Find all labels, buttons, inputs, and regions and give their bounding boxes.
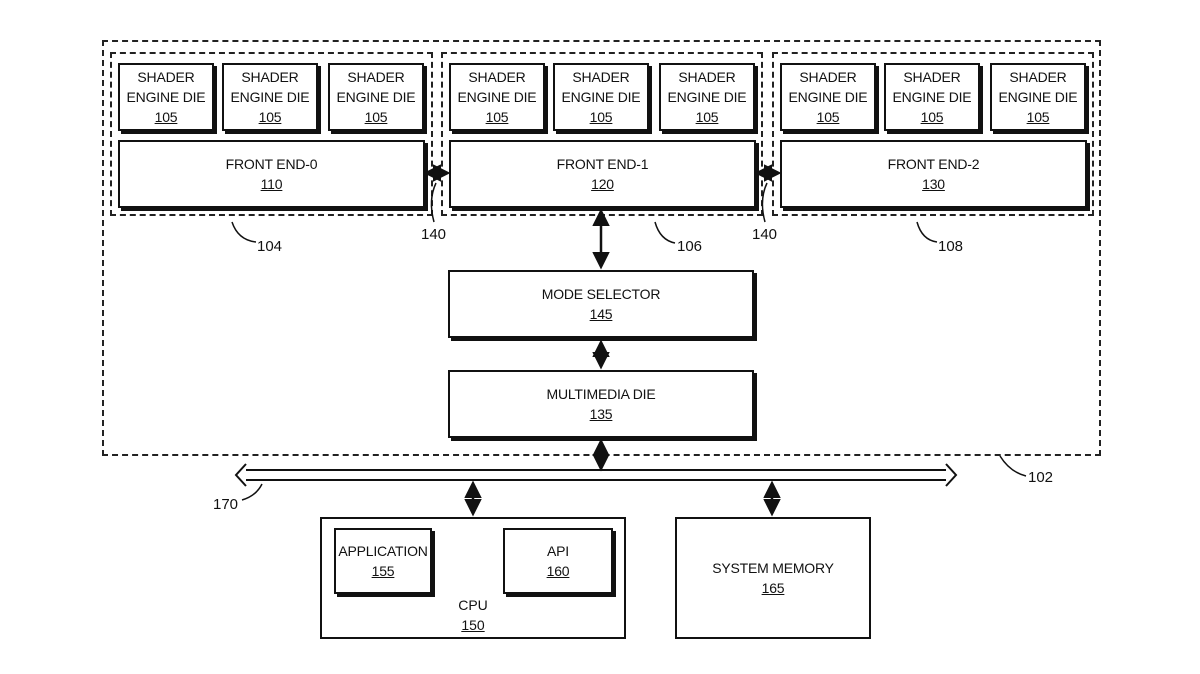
ref-102: 102 <box>1028 469 1054 486</box>
leader-170 <box>241 483 263 501</box>
ref-170: 170 <box>213 496 239 513</box>
ref-104: 104 <box>257 238 283 255</box>
leader-102 <box>999 455 1027 477</box>
leader-140-left <box>430 182 437 223</box>
ref-106: 106 <box>677 238 703 255</box>
bus-170 <box>234 463 958 487</box>
group-104-boundary <box>110 52 433 216</box>
leader-108 <box>916 221 938 243</box>
leader-104 <box>231 221 257 243</box>
ref-140-right: 140 <box>752 226 778 243</box>
ref-140-left: 140 <box>421 226 447 243</box>
ref-108: 108 <box>938 238 964 255</box>
group-108-boundary <box>772 52 1094 216</box>
leader-140-right <box>761 182 768 223</box>
leader-106 <box>654 221 676 244</box>
